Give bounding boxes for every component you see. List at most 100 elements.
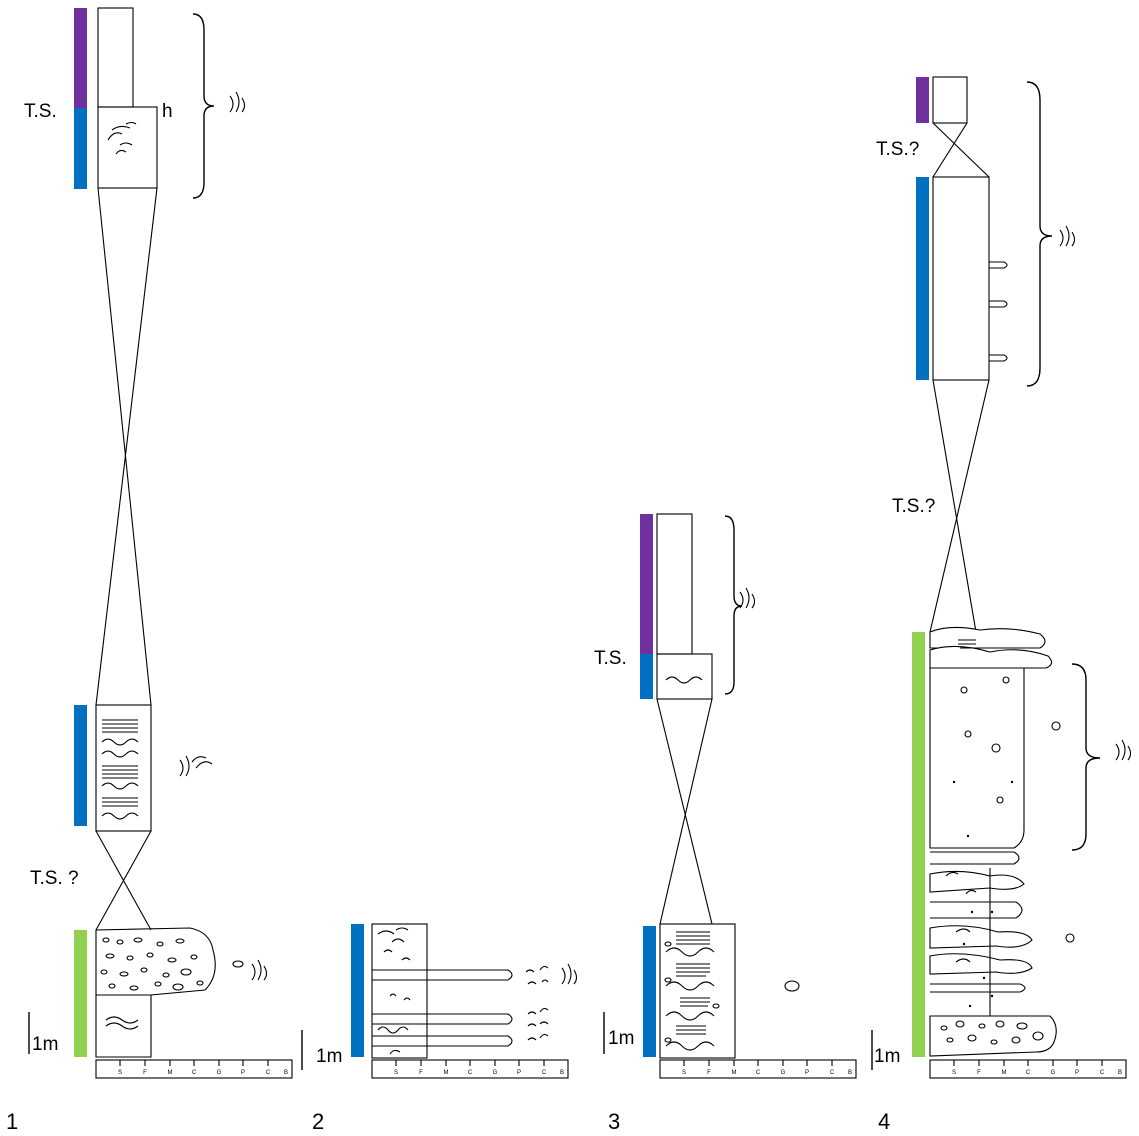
grain-tick-label: F bbox=[143, 1070, 147, 1076]
log-panel-2: S F M C G P C B 1m 2 bbox=[302, 924, 577, 1134]
bioturbation-symbol bbox=[378, 928, 410, 960]
panel-number: 2 bbox=[312, 1109, 324, 1134]
conglomerate-bed bbox=[96, 928, 215, 1057]
scale-label: 1m bbox=[32, 1034, 58, 1055]
grain-tick-label: P bbox=[517, 1070, 521, 1076]
grain-tick-label: M bbox=[168, 1070, 173, 1076]
bioturbation-symbol bbox=[390, 994, 410, 1000]
bracket bbox=[1072, 664, 1100, 850]
bracket bbox=[725, 516, 742, 694]
sand-tongue bbox=[989, 355, 1007, 361]
grain-tick-label: B bbox=[560, 1070, 564, 1076]
dot-symbols bbox=[953, 781, 1013, 837]
grain-tick-label: F bbox=[419, 1070, 423, 1076]
ts-label: T.S. bbox=[24, 101, 57, 122]
grain-tick-label: C bbox=[468, 1070, 473, 1076]
bioturbation-symbol bbox=[252, 960, 267, 980]
scale-label: 1m bbox=[316, 1046, 342, 1067]
log-bed bbox=[98, 107, 157, 188]
grain-tick-label: S bbox=[952, 1070, 956, 1076]
pebble-symbol bbox=[785, 981, 799, 991]
grain-tick-label: F bbox=[977, 1070, 981, 1076]
pebble-symbols bbox=[101, 938, 203, 990]
grain-tick-label: M bbox=[732, 1070, 737, 1076]
grain-tick-label: S bbox=[394, 1070, 398, 1076]
bioturbation-symbol bbox=[230, 92, 245, 112]
blue-facies-bar bbox=[74, 108, 87, 189]
conglomerate-cap bbox=[930, 646, 1052, 668]
purple-facies-bar bbox=[916, 77, 929, 123]
blue-facies-bar bbox=[916, 177, 929, 380]
grain-scale-labels: S F M C G P C B bbox=[394, 1070, 564, 1076]
panel-number: 1 bbox=[6, 1109, 18, 1134]
sand-tongue bbox=[989, 262, 1007, 268]
h-label: h bbox=[162, 101, 173, 122]
grain-tick-label: B bbox=[848, 1070, 852, 1076]
blue-facies-bar bbox=[640, 654, 653, 699]
interbed-stack bbox=[930, 852, 1032, 1016]
log-bed bbox=[657, 514, 692, 654]
grain-scale-labels: S F M C G P C B bbox=[118, 1070, 288, 1076]
conglomerate-bed bbox=[930, 1016, 1056, 1056]
bioturbation-symbol bbox=[180, 756, 212, 776]
ripple-symbol bbox=[378, 1027, 408, 1033]
sand-tongue bbox=[989, 301, 1007, 307]
grain-scale-labels: S F M C G P C B bbox=[952, 1070, 1122, 1076]
grain-scale-labels: S F M C G P C B bbox=[682, 1070, 852, 1076]
sand-tongue bbox=[427, 1036, 512, 1046]
bracket bbox=[193, 14, 214, 198]
log-bed bbox=[933, 177, 989, 380]
grain-tick-label: G bbox=[493, 1070, 498, 1076]
log-bed bbox=[657, 654, 712, 699]
ts-label: T.S. ? bbox=[30, 868, 79, 889]
log-panel-4: S F M C G P C B T.S.? T.S.? 1m 4 bbox=[872, 77, 1131, 1134]
grain-tick-label: C bbox=[756, 1070, 761, 1076]
ts-label: T.S.? bbox=[876, 139, 919, 160]
log-bed bbox=[933, 77, 967, 123]
grain-tick-label: C bbox=[266, 1070, 271, 1076]
log-bed bbox=[98, 8, 133, 107]
log-column bbox=[372, 924, 427, 1058]
bioturbation-symbol bbox=[1116, 740, 1131, 760]
grain-tick-label: C bbox=[542, 1070, 547, 1076]
ripple-symbol bbox=[106, 1017, 138, 1029]
bioturbation-symbols bbox=[526, 966, 548, 1040]
blue-facies-bar bbox=[643, 926, 656, 1057]
bracket bbox=[1027, 82, 1052, 386]
grain-tick-label: C bbox=[1026, 1070, 1031, 1076]
grain-tick-label: G bbox=[781, 1070, 786, 1076]
bioturbation-symbol bbox=[740, 588, 755, 608]
scale-label: 1m bbox=[608, 1028, 634, 1049]
ripple-symbol bbox=[666, 677, 702, 683]
lamination-symbols bbox=[102, 720, 138, 819]
grain-tick-label: P bbox=[1075, 1070, 1079, 1076]
green-facies-bar bbox=[912, 632, 925, 1057]
blue-facies-bar bbox=[74, 705, 87, 826]
bioturbation-symbol bbox=[390, 1050, 400, 1054]
bioturbation-symbol bbox=[1060, 226, 1075, 246]
purple-facies-bar bbox=[640, 514, 653, 654]
grain-tick-label: P bbox=[241, 1070, 245, 1076]
purple-facies-bar bbox=[74, 8, 87, 108]
grain-tick-label: C bbox=[1100, 1070, 1105, 1076]
grain-tick-label: M bbox=[1002, 1070, 1007, 1076]
grain-tick-label: B bbox=[284, 1070, 288, 1076]
log-panel-3: S F M C G P C B T.S. 1m 3 bbox=[594, 514, 856, 1134]
ts-label: T.S.? bbox=[892, 496, 935, 517]
blue-facies-bar bbox=[351, 924, 364, 1057]
pebble-symbol bbox=[233, 961, 243, 967]
grain-tick-label: C bbox=[830, 1070, 835, 1076]
sand-tongue bbox=[427, 1014, 512, 1024]
bioturbation-symbol bbox=[108, 123, 136, 155]
log-panel-1: S F M C G P C B T.S. h T.S. ? 1m 1 bbox=[6, 8, 292, 1134]
scale-label: 1m bbox=[874, 1046, 900, 1067]
bioturbation-symbol bbox=[562, 964, 577, 984]
grain-tick-label: C bbox=[192, 1070, 197, 1076]
grain-tick-label: B bbox=[1118, 1070, 1122, 1076]
grain-tick-label: P bbox=[805, 1070, 809, 1076]
ts-label: T.S. bbox=[594, 648, 627, 669]
grain-tick-label: F bbox=[707, 1070, 711, 1076]
grain-tick-label: S bbox=[118, 1070, 122, 1076]
pebble-symbols bbox=[941, 1021, 1043, 1044]
